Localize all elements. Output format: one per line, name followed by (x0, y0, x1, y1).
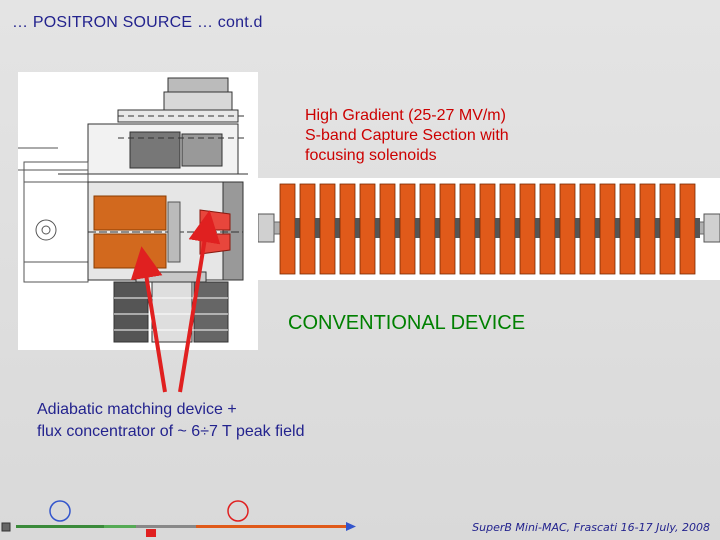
solenoid-coil (339, 183, 356, 275)
solenoid-coil (679, 183, 696, 275)
coil-spacer (375, 218, 380, 238)
coil-spacer (515, 218, 520, 238)
coil-spacer (655, 218, 660, 238)
capture-section-drawing (258, 178, 720, 280)
solenoid-coil (619, 183, 636, 275)
coil-spacer (595, 218, 600, 238)
capture-section-label-line: S-band Capture Section with (305, 127, 509, 144)
solenoid-coil (479, 183, 496, 275)
coil-spacer (615, 218, 620, 238)
beamline-schematic (0, 495, 370, 540)
solenoid-coil (439, 183, 456, 275)
coil-spacer (535, 218, 540, 238)
solenoid-coil (459, 183, 476, 275)
matching-device-label-line: Adiabatic matching device + (37, 401, 237, 418)
coil-spacer (555, 218, 560, 238)
matching-device-drawing (18, 72, 258, 350)
coil-spacer (575, 218, 580, 238)
capture-section-label: High Gradient (25-27 MV/m) S-band Captur… (305, 106, 565, 166)
solenoid-coil (359, 183, 376, 275)
solenoid-coil (559, 183, 576, 275)
capture-section-label-line: focusing solenoids (305, 147, 437, 164)
solenoid-coil (599, 183, 616, 275)
solenoid-coil (399, 183, 416, 275)
solenoid-coil (499, 183, 516, 275)
coil-spacer (415, 218, 420, 238)
solenoid-coil (659, 183, 676, 275)
beamline-schematic-svg (1, 500, 356, 537)
coil-spacer (335, 218, 340, 238)
coil-spacer (635, 218, 640, 238)
solenoid-coil (639, 183, 656, 275)
footer-text: SuperB Mini-MAC, Frascati 16-17 July, 20… (472, 521, 710, 534)
coil-spacer (675, 218, 680, 238)
matching-device-drawing-svg (18, 72, 258, 350)
capture-section-svg (258, 178, 720, 280)
matching-device-label-line: flux concentrator of ~ 6÷7 T peak field (37, 423, 305, 440)
solenoid-coil (299, 183, 316, 275)
solenoid-coil (579, 183, 596, 275)
coil-spacer (475, 218, 480, 238)
solenoid-coil (379, 183, 396, 275)
coil-spacer (395, 218, 400, 238)
solenoid-coil (539, 183, 556, 275)
capture-section-label-line: High Gradient (25-27 MV/m) (305, 107, 506, 124)
solenoid-coil (419, 183, 436, 275)
coil-spacer (495, 218, 500, 238)
solenoid-coil (519, 183, 536, 275)
solenoid-coil (319, 183, 336, 275)
coil-spacer (435, 218, 440, 238)
coil-spacer (315, 218, 320, 238)
coil-spacer (295, 218, 300, 238)
solenoid-coil (279, 183, 296, 275)
conventional-device-label: CONVENTIONAL DEVICE (288, 312, 526, 334)
slide-title: … POSITRON SOURCE … cont.d (12, 14, 263, 31)
coil-spacer (455, 218, 460, 238)
coil-spacer (695, 218, 700, 238)
matching-device-label: Adiabatic matching device + flux concent… (37, 399, 304, 443)
coil-spacer (355, 218, 360, 238)
